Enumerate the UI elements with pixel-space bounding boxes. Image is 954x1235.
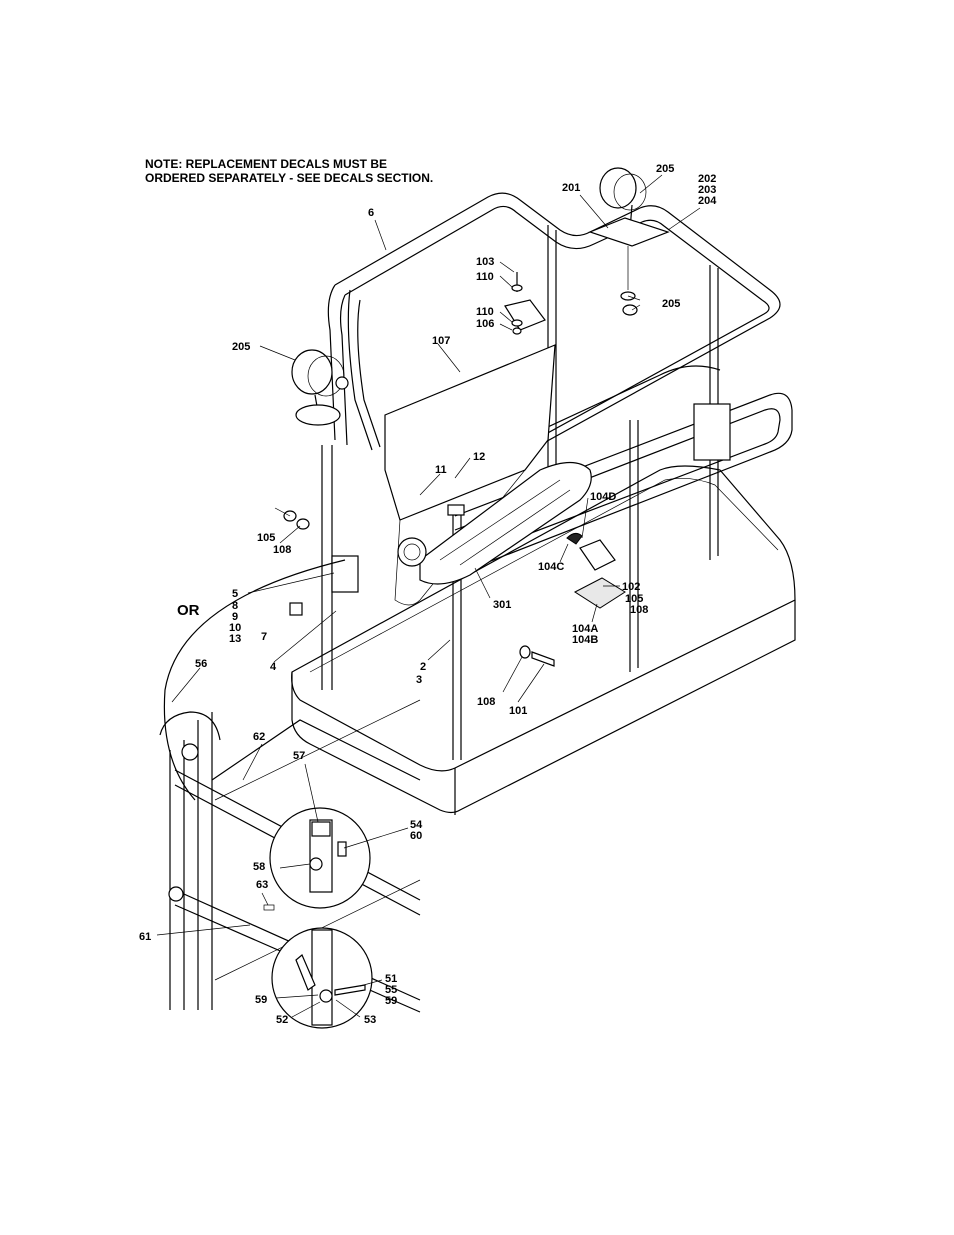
callout-63: 63 (256, 879, 268, 891)
callout-60: 60 (410, 830, 422, 842)
mount-bracket (505, 300, 545, 330)
callout-5: 5 (232, 588, 238, 600)
callout-104c: 104C (538, 561, 564, 573)
decal-63 (264, 905, 274, 910)
joystick-boot (398, 538, 426, 566)
light-bracket (590, 218, 668, 246)
callout-102: 102 (622, 581, 640, 593)
post-cap (448, 505, 464, 515)
gate-latch (332, 556, 358, 592)
callout-103: 103 (476, 256, 494, 268)
callout-105-left: 105 (257, 532, 275, 544)
callout-205-right: 205 (662, 298, 680, 310)
callout-53: 53 (364, 1014, 376, 1026)
callout-205-top: 205 (656, 163, 674, 175)
callout-204: 204 (698, 195, 717, 207)
callout-4: 4 (270, 661, 277, 673)
callout-104b: 104B (572, 634, 598, 646)
callout-110-b: 110 (476, 306, 494, 318)
callout-108-bottom: 108 (477, 696, 495, 708)
callout-61: 61 (139, 931, 151, 943)
callout-62: 62 (253, 731, 265, 743)
callout-6: 6 (368, 207, 374, 219)
callout-101: 101 (509, 705, 527, 717)
callout-11: 11 (435, 464, 447, 476)
callout-13: 13 (229, 633, 241, 645)
callout-59-left: 59 (255, 994, 267, 1006)
callout-7: 7 (261, 631, 267, 643)
callout-106: 106 (476, 318, 494, 330)
callout-301: 301 (493, 599, 511, 611)
callout-2: 2 (420, 661, 426, 673)
callout-104d: 104D (590, 491, 616, 503)
callout-108-right: 108 (630, 604, 648, 616)
light-left (292, 350, 332, 394)
decal-plate (694, 404, 730, 460)
callout-56: 56 (195, 658, 207, 670)
callout-107: 107 (432, 335, 450, 347)
callout-52: 52 (276, 1014, 288, 1026)
callout-57: 57 (293, 750, 305, 762)
block-7 (290, 603, 302, 615)
callout-12: 12 (473, 451, 485, 463)
callout-110-a: 110 (476, 271, 494, 283)
callout-58: 58 (253, 861, 265, 873)
callout-59-right: 59 (385, 995, 397, 1007)
callout-108-left: 108 (273, 544, 291, 556)
callout-201: 201 (562, 182, 580, 194)
platform-basket (284, 168, 795, 815)
callout-3: 3 (416, 674, 422, 686)
callout-205-left: 205 (232, 341, 250, 353)
callout-or: OR (177, 602, 200, 619)
